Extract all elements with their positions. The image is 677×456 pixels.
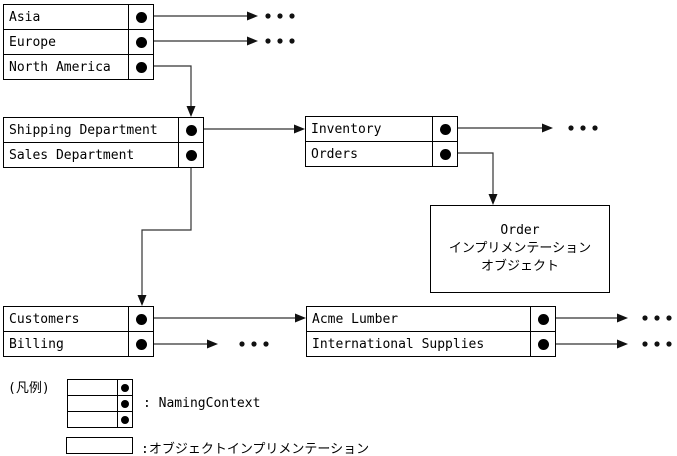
table-row: Inventory	[305, 116, 458, 142]
naming-context-inventory: Inventory Orders	[305, 116, 458, 167]
legend-caption: (凡例)	[8, 381, 50, 396]
table-row: Billing	[3, 331, 154, 357]
ellipsis-more-icon	[265, 38, 295, 44]
context-name-label: Inventory	[305, 116, 433, 142]
arrowhead-icon	[247, 36, 258, 46]
context-name-label: North America	[3, 54, 129, 80]
binding-dot-icon	[432, 141, 458, 167]
order-implementation-box: Order インプリメンテーション オブジェクト	[430, 205, 610, 293]
table-row: Asia	[3, 4, 154, 30]
impl-box-text-line: Order	[500, 223, 540, 238]
ellipsis-more-icon	[642, 341, 672, 347]
arrowhead-icon	[137, 295, 147, 306]
context-name-label: Sales Department	[3, 142, 179, 168]
naming-context-departments: Shipping Department Sales Department	[3, 117, 204, 168]
context-name-label: Customers	[3, 306, 129, 332]
binding-dot-icon	[117, 395, 133, 412]
arrowhead-icon	[617, 313, 628, 323]
ellipsis-more-icon	[265, 13, 295, 19]
table-row: International Supplies	[306, 331, 556, 357]
context-name-label: Acme Lumber	[306, 306, 531, 332]
context-name-label: Shipping Department	[3, 117, 179, 143]
arrow-northamerica-to-departments	[141, 65, 196, 117]
context-name-label: Billing	[3, 331, 129, 357]
impl-box-text-line: オブジェクト	[480, 259, 559, 274]
ellipsis-more-icon	[239, 341, 269, 347]
table-row: Orders	[305, 141, 458, 167]
binding-dot-icon	[128, 306, 154, 332]
table-row: Customers	[3, 306, 154, 332]
binding-dot-icon	[128, 4, 154, 30]
naming-context-regions: Asia Europe North America	[3, 4, 154, 80]
arrow-inventory-more	[444, 123, 553, 133]
legend-object-implementation-symbol	[66, 437, 133, 454]
impl-box-text-line: インプリメンテーション	[448, 241, 592, 256]
table-row: North America	[3, 54, 154, 80]
table-row	[67, 395, 133, 412]
table-row: Shipping Department	[3, 117, 204, 143]
legend-naming-context-symbol	[67, 379, 133, 428]
context-name-label: Europe	[3, 29, 129, 55]
arrowhead-icon	[294, 124, 305, 134]
table-row: Europe	[3, 29, 154, 55]
binding-dot-icon	[117, 379, 133, 396]
arrow-customers-to-suppliers	[141, 313, 306, 323]
arrow-asia-more	[141, 11, 258, 21]
table-row: Sales Department	[3, 142, 204, 168]
binding-dot-icon	[432, 116, 458, 142]
binding-dot-icon	[128, 29, 154, 55]
ellipsis-more-icon	[642, 315, 672, 321]
context-name-label: Orders	[305, 141, 433, 167]
legend-symbol-cell	[67, 395, 118, 412]
arrowhead-icon	[295, 313, 306, 323]
naming-context-customers: Customers Billing	[3, 306, 154, 357]
binding-dot-icon	[117, 411, 133, 428]
legend-symbol-cell	[67, 411, 118, 428]
binding-dot-icon	[178, 142, 204, 168]
binding-dot-icon	[128, 331, 154, 357]
legend-naming-context-label: : NamingContext	[143, 396, 261, 411]
naming-context-suppliers: Acme Lumber International Supplies	[306, 306, 556, 357]
arrow-europe-more	[141, 36, 258, 46]
context-name-label: Asia	[3, 4, 129, 30]
arrowhead-icon	[617, 339, 628, 349]
legend-symbol-cell	[67, 379, 118, 396]
binding-dot-icon	[128, 54, 154, 80]
legend-object-implementation-label: :オブジェクトインプリメンテーション	[141, 442, 370, 456]
arrow-orders-to-implementation	[444, 152, 498, 205]
binding-dot-icon	[530, 331, 556, 357]
arrowhead-icon	[542, 123, 553, 133]
ellipsis-more-icon	[568, 125, 598, 131]
table-row	[67, 379, 133, 396]
arrowhead-icon	[207, 339, 218, 349]
binding-dot-icon	[178, 117, 204, 143]
arrowhead-icon	[488, 194, 498, 205]
arrow-sales-to-customers	[137, 155, 192, 306]
context-name-label: International Supplies	[306, 331, 531, 357]
table-row	[67, 411, 133, 428]
binding-dot-icon	[530, 306, 556, 332]
arrowhead-icon	[247, 11, 258, 21]
table-row: Acme Lumber	[306, 306, 556, 332]
arrow-shipping-to-inventory	[190, 124, 305, 134]
arrowhead-icon	[186, 106, 196, 117]
